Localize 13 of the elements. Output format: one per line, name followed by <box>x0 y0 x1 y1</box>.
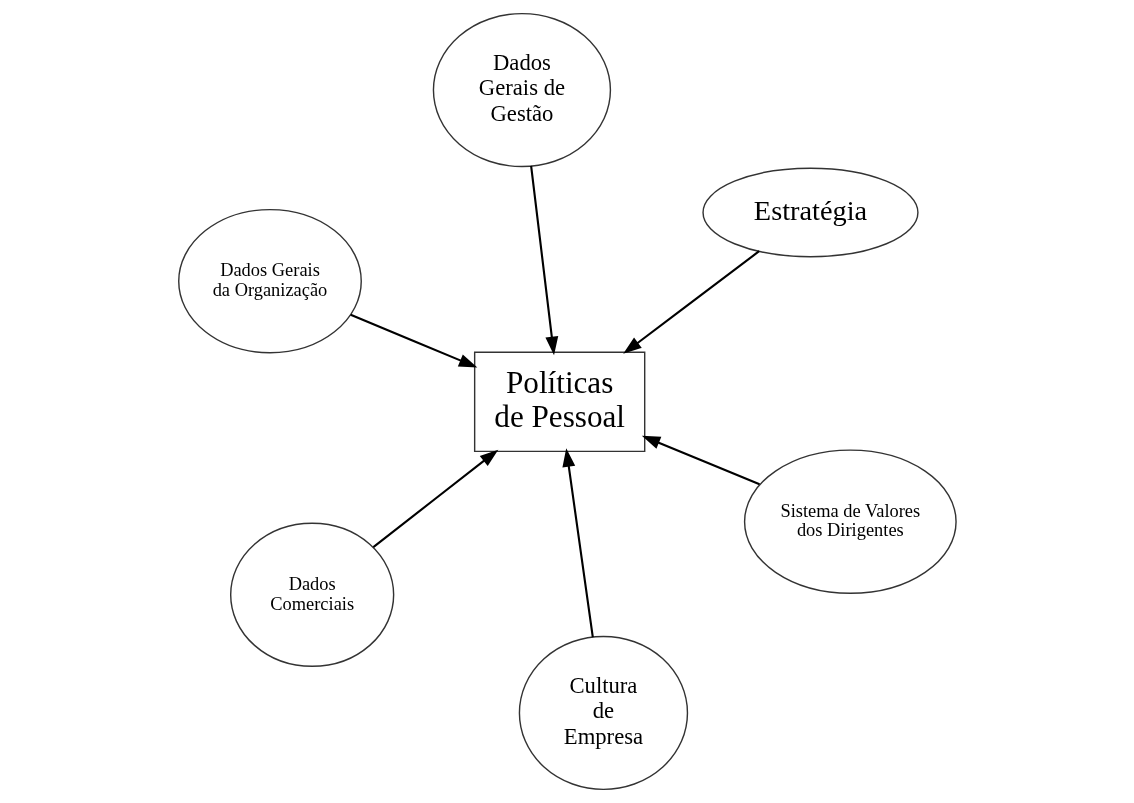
node-ellipse: Estratégia <box>701 167 919 258</box>
arrow <box>529 165 558 356</box>
arrow <box>561 448 594 638</box>
node-circle: Cultura de Empresa <box>518 635 688 791</box>
arrow <box>349 313 477 368</box>
node-ellipse: Dados Gerais da Organização <box>177 208 362 354</box>
node-ellipse: Dados Gerais de Gestão <box>432 12 611 168</box>
node-box: Políticas de Pessoal <box>473 351 645 453</box>
arrow <box>641 435 760 486</box>
node-ellipse: Sistema de Valores dos Dirigentes <box>743 449 957 594</box>
node-ellipse: Dados Comerciais <box>229 522 394 668</box>
arrow <box>372 449 498 548</box>
arrow <box>622 250 760 354</box>
